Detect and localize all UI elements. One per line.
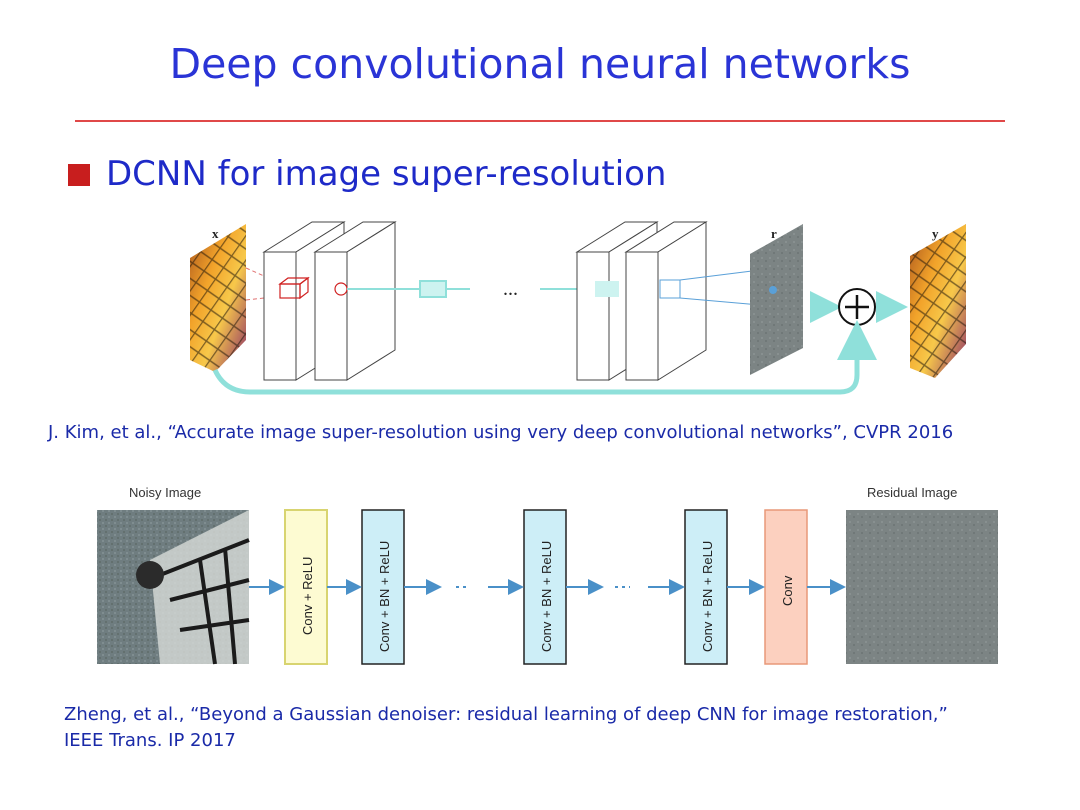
sum-operator-icon [838,288,876,326]
skip-connection-arrow [212,320,877,395]
title-divider [75,120,1005,122]
final-filter-glow [595,281,619,297]
input-image-x [190,224,246,372]
block-conv-bn-relu-1: Conv + BN + ReLU [361,509,405,665]
noisy-image [97,510,250,665]
block-conv-bn-relu-3: Conv + BN + ReLU [684,509,728,665]
block-conv: Conv [764,509,808,665]
block-label: Conv [780,575,795,606]
block-label: Conv + BN + ReLU [539,541,554,652]
noisy-image-label: Noisy Image [129,485,201,500]
conv-filter-cube [278,276,310,300]
feature-map-4 [624,221,708,381]
label-y: y [932,226,939,241]
residual-image-r [750,224,803,375]
final-filter [659,269,761,306]
bullet-heading: DCNN for image super-resolution [106,154,667,194]
feature-map-2 [313,221,397,381]
dncnn-citation-line2: IEEE Trans. IP 2017 [64,730,236,751]
label-r: r [771,226,777,241]
layer-ellipsis: ... [503,278,518,300]
residual-dot [769,286,777,294]
dncnn-citation-line1: Zheng, et al., “Beyond a Gaussian denois… [64,704,948,725]
label-x: x [212,226,219,241]
residual-image-label: Residual Image [867,485,957,500]
vdsr-citation: J. Kim, et al., “Accurate image super-re… [48,422,954,443]
block-conv-bn-relu-2: Conv + BN + ReLU [523,509,567,665]
output-image-y [910,224,966,378]
block-label: Conv + ReLU [300,557,315,635]
block-label: Conv + BN + ReLU [700,541,715,652]
block-label: Conv + BN + ReLU [377,541,392,652]
block-conv-relu: Conv + ReLU [284,509,328,665]
residual-image [846,510,998,664]
slide-title: Deep convolutional neural networks [169,40,911,88]
propagation-arrows [347,280,585,298]
bullet-marker [68,164,90,186]
